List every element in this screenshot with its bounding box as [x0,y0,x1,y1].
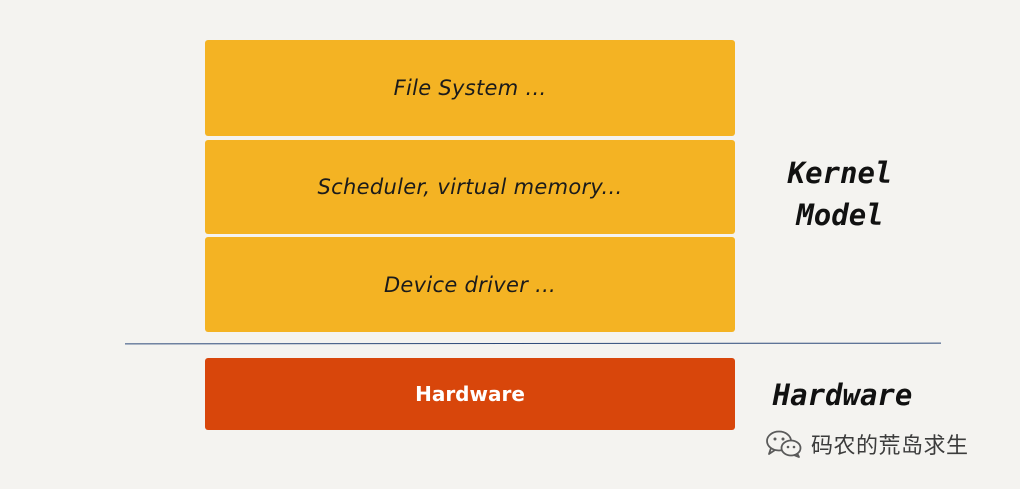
hardware-layer-label: Hardware [415,382,525,406]
kernel-model-label: Kernel Model [770,152,910,236]
kernel-label-line1: Kernel [787,156,893,190]
wechat-icon [765,429,803,459]
scheduler-label: Scheduler, virtual memory... [317,175,623,199]
file-system-layer: File System ... [205,40,735,136]
hardware-side-label: Hardware [772,378,913,412]
watermark: 码农的荒岛求生 [765,428,969,460]
file-system-label: File System ... [393,76,547,100]
hardware-layer: Hardware [205,358,735,430]
device-driver-layer: Device driver ... [205,237,735,332]
scheduler-layer: Scheduler, virtual memory... [205,140,735,234]
watermark-text: 码农的荒岛求生 [811,434,969,459]
device-driver-label: Device driver ... [383,272,557,297]
kernel-label-line2: Model [796,198,884,232]
kernel-hardware-divider [124,342,942,345]
